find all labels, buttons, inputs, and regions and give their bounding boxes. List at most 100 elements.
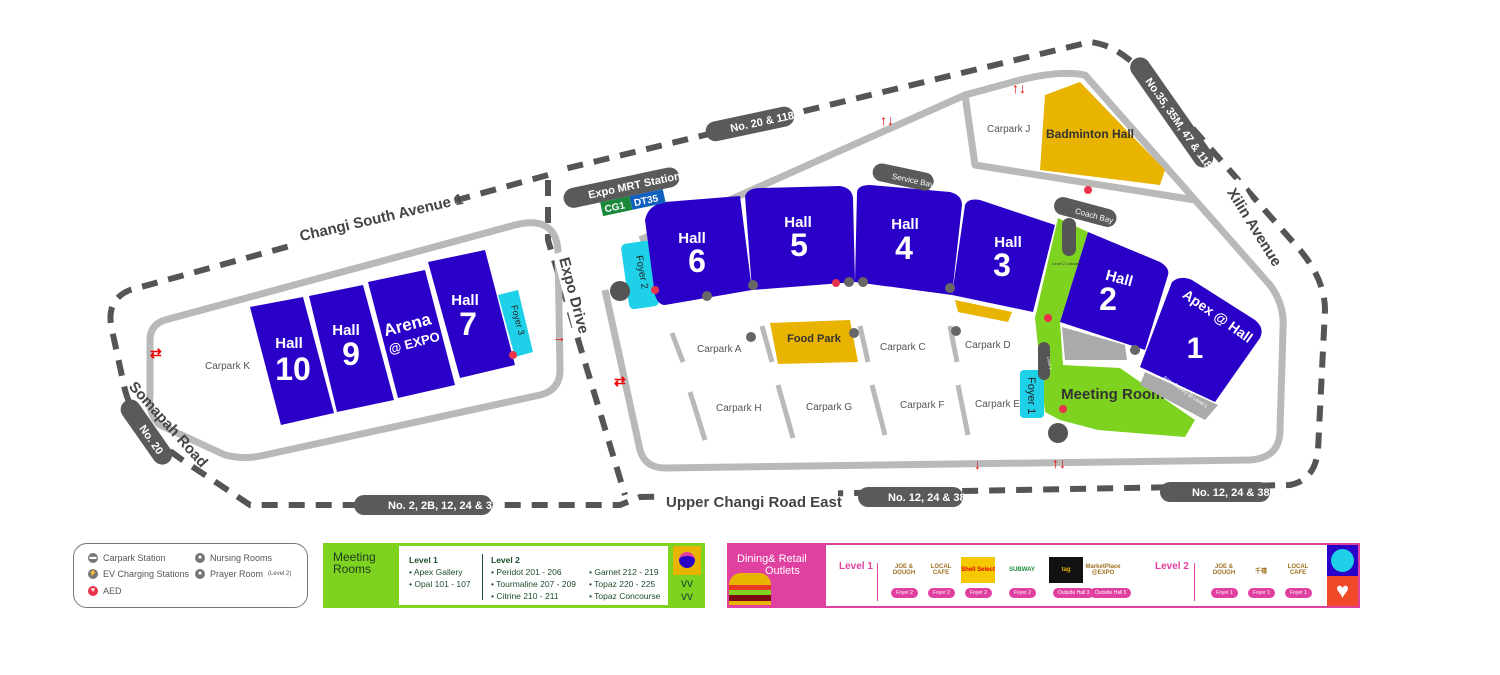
entry-exit-arrows-icon: ↑↓↑↓↑↓↓⇄⇄→	[150, 80, 1066, 472]
legend-note: (Level 2)	[268, 571, 292, 577]
svg-text:CG1: CG1	[604, 200, 627, 215]
arena-at-expo[interactable]: Arena@ EXPO	[368, 270, 455, 398]
svg-text:↑↓: ↑↓	[1052, 455, 1066, 471]
nursing-icon: ●	[195, 553, 205, 563]
svg-text:Hall: Hall	[678, 230, 706, 247]
legend-label: EV Charging Stations	[103, 569, 190, 579]
meeting-rooms-panel: Meeting Rooms Level 1 • Apex Gallery • O…	[323, 543, 705, 608]
dining-retail-panel: Dining& Retail Outlets Level 1 JOE & DOU…	[727, 543, 1360, 608]
legend-label: Carpark Station	[103, 553, 166, 563]
nursing-room-icon	[702, 277, 1140, 355]
bus-stop[interactable]: No. 12, 24 & 38	[1160, 482, 1270, 502]
meeting-title: Meeting	[333, 550, 376, 564]
svg-text:No. 12, 24 & 38: No. 12, 24 & 38	[1192, 487, 1270, 499]
apex-gallery	[1140, 372, 1218, 420]
carpark-d: Carpark D	[965, 340, 1011, 351]
svg-text:4: 4	[895, 230, 913, 266]
outlet-location-badge: Foyer 1	[1285, 588, 1312, 598]
svg-text:DT35: DT35	[633, 193, 660, 209]
level-2-linkway[interactable]	[1035, 218, 1195, 437]
outlet-logo: LOCAL CAFE	[930, 564, 952, 576]
ev-charging-icon	[746, 277, 961, 342]
room-item: • Opal 101 - 107	[409, 579, 471, 589]
level-1-title: Level 1	[409, 555, 438, 565]
legend-label: AED	[103, 586, 122, 596]
food-park[interactable]: Food Park	[770, 320, 858, 364]
room-item: • Topaz Concourse	[589, 591, 661, 601]
svg-text:Hall: Hall	[891, 216, 919, 233]
svg-text:2: 2	[1099, 281, 1117, 317]
carpark-icon: ▬	[88, 553, 98, 563]
service-bay[interactable]: Service Bay	[871, 162, 936, 193]
foyer-1[interactable]: Foyer 1	[1020, 370, 1044, 418]
level-2-connector	[1038, 342, 1050, 380]
expo-mrt-station[interactable]: Expo MRT Station CG1 DT35	[562, 165, 686, 223]
yellow-zone	[955, 300, 1012, 322]
carpark-station-icon[interactable]	[610, 281, 1068, 443]
svg-text:5: 5	[790, 227, 808, 263]
level-1-title: Level 1	[839, 561, 873, 572]
outlet-logo: 千禧	[1254, 568, 1267, 575]
road-xilin-avenue: Xilin Avenue	[1219, 178, 1287, 270]
badminton-hall[interactable]: Badminton Hall	[1040, 82, 1165, 185]
svg-text:⇄: ⇄	[614, 373, 626, 389]
outlet-location-badge: Foyer 1	[1248, 588, 1275, 598]
foyer-2[interactable]: Foyer 2	[621, 240, 660, 310]
svg-text:Hall: Hall	[994, 234, 1022, 251]
aed-icon: ♥	[88, 586, 98, 596]
svg-text:Hall: Hall	[1104, 267, 1135, 291]
svg-text:1: 1	[1187, 332, 1204, 365]
svg-text:6: 6	[688, 243, 706, 279]
coach-bay[interactable]: Coach Bay	[1052, 195, 1118, 229]
svg-text:3: 3	[993, 247, 1011, 283]
prayer-icon: ●	[195, 569, 205, 579]
ev-charging-icon: ⚡	[88, 569, 98, 579]
svg-text:⇄: ⇄	[150, 345, 162, 361]
room-item: • Peridot 201 - 206	[491, 567, 562, 577]
road-upper-changi-east: Upper Changi Road East	[660, 490, 842, 514]
svg-text:Meeting Rooms: Meeting Rooms	[1061, 386, 1173, 403]
svg-text:10: 10	[275, 351, 311, 387]
bus-stop[interactable]: No. 12, 24 & 38	[858, 487, 966, 507]
outlet-logo: MarketPlace @EXPO	[1085, 564, 1121, 576]
level-2-title: Level 2	[491, 555, 520, 565]
svg-text:→: →	[552, 329, 566, 345]
bus-stop[interactable]: No. 2, 2B, 12, 24 & 38	[354, 495, 498, 515]
bus-stop[interactable]: No. 20 & 118	[704, 105, 796, 143]
left-site-road	[146, 219, 564, 461]
outlet-location-badge: Foyer 2	[891, 588, 918, 598]
meeting-rooms[interactable]: Meeting Rooms	[1061, 386, 1173, 403]
svg-text:↑↓: ↑↓	[880, 112, 894, 128]
outlet-location-badge: Foyer 1	[1211, 588, 1238, 598]
svg-text:9: 9	[342, 336, 360, 372]
room-item: • Topaz 220 - 225	[589, 579, 656, 589]
meeting-title: Rooms	[333, 562, 372, 576]
svg-text:Hall: Hall	[275, 335, 303, 352]
outlet-location-badge: Outside Hall 3	[1053, 588, 1095, 598]
linkway-label: Level 2 Linkway	[1052, 261, 1080, 266]
svg-text:7: 7	[459, 306, 477, 342]
speech-bubble-icon	[673, 546, 701, 575]
carpark-e: Carpark E	[975, 399, 1020, 410]
right-site-road	[601, 69, 1287, 472]
foyer-3[interactable]: Foyer 3	[498, 290, 533, 357]
expo-drive-road	[545, 180, 628, 496]
outlet-location-badge: Foyer 2	[928, 588, 955, 598]
legend: ▬Carpark Station ●Nursing Rooms ⚡EV Char…	[73, 543, 308, 608]
carpark-f: Carpark F	[900, 400, 944, 411]
svg-text:↓: ↓	[974, 456, 981, 472]
outlet-location-badge: Foyer 2	[1009, 588, 1036, 598]
legend-label: Prayer Room	[210, 569, 264, 579]
svg-text:Upper Changi Road East: Upper Changi Road East	[666, 494, 842, 511]
svg-text:Food Park: Food Park	[787, 333, 842, 345]
